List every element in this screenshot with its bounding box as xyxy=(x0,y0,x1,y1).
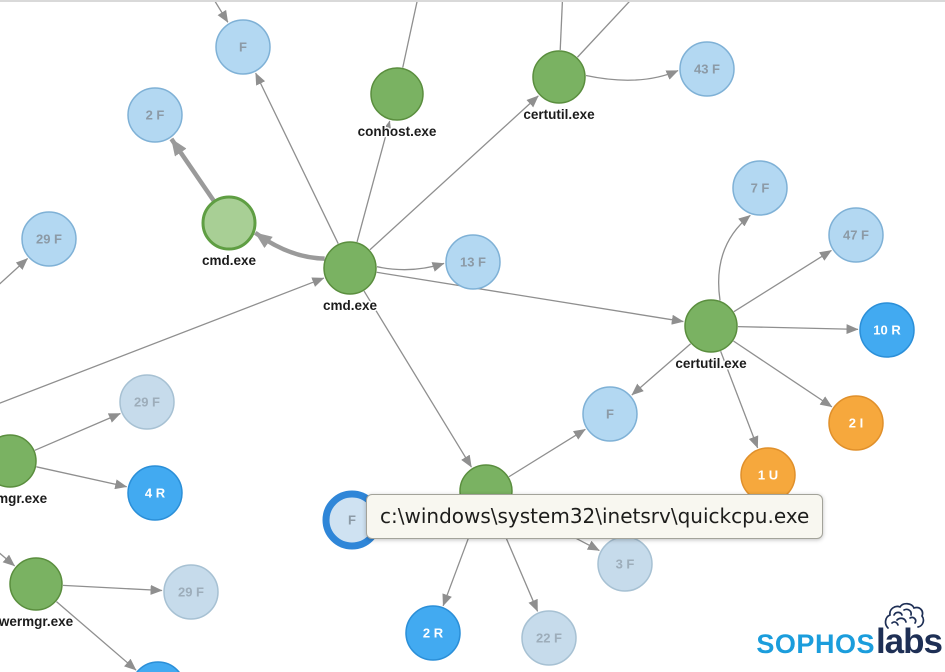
node-29f-c[interactable]: 29 F xyxy=(163,564,219,620)
brain-icon xyxy=(884,602,925,629)
node-wermgr-cut[interactable]: wermgr.exe xyxy=(0,434,49,508)
node-47f[interactable]: 47 F xyxy=(828,207,884,263)
node-7f[interactable]: 7 F xyxy=(732,160,788,216)
node-count-text: 10 R xyxy=(873,323,901,338)
node-count-text: 2 F xyxy=(146,108,165,123)
node-name-label: certutil.exe xyxy=(675,356,747,371)
edge xyxy=(376,262,445,272)
node-count-text: 29 F xyxy=(36,232,62,247)
node-2f[interactable]: 2 F xyxy=(127,87,183,143)
edge xyxy=(508,428,586,478)
node-43f[interactable]: 43 F xyxy=(679,41,735,97)
node-f-right[interactable]: F xyxy=(582,386,638,442)
edge xyxy=(718,214,751,301)
edge xyxy=(733,249,832,313)
node-certutil-top[interactable]: certutil.exe xyxy=(522,50,597,124)
node-count-text: 1 U xyxy=(758,468,778,483)
edge xyxy=(0,552,16,567)
edge xyxy=(255,72,339,244)
node-22f[interactable]: 22 F xyxy=(521,610,577,666)
node-name-label: wermgr.exe xyxy=(0,491,48,506)
node-tooltip: c:\windows\system32\inetsrv\quickcpu.exe xyxy=(366,494,824,539)
node-f-selected[interactable]: F xyxy=(322,490,382,550)
node-name-label: cmd.exe xyxy=(323,298,378,313)
edge xyxy=(253,230,325,261)
node-name-label: wermgr.exe xyxy=(0,614,74,629)
node-wermgr[interactable]: wermgr.exe xyxy=(0,557,75,631)
node-13f[interactable]: 13 F xyxy=(445,234,501,290)
node-4r[interactable]: 4 R xyxy=(127,465,183,521)
node-2r[interactable]: 2 R xyxy=(405,605,461,661)
edge xyxy=(56,601,137,671)
edge xyxy=(369,95,539,251)
logo-sophos-text: SOPHOS xyxy=(756,629,875,659)
node-count-text: F xyxy=(606,407,614,422)
edge xyxy=(720,350,759,449)
logo-labs-text: labs xyxy=(875,622,943,661)
edge xyxy=(213,0,229,23)
node-10r[interactable]: 10 R xyxy=(859,302,915,358)
node-certutil-low[interactable]: certutil.exe xyxy=(674,299,749,373)
edge xyxy=(36,466,128,490)
node-count-text: 29 F xyxy=(178,585,204,600)
node-29f-a[interactable]: 29 F xyxy=(21,211,77,267)
node-cut-bottom[interactable] xyxy=(131,661,185,672)
edge xyxy=(559,0,564,51)
edge xyxy=(402,0,419,68)
edge xyxy=(356,120,392,243)
node-count-text: 43 F xyxy=(694,62,720,77)
node-1u[interactable]: 1 U xyxy=(740,447,796,503)
node-count-text: 22 F xyxy=(536,631,562,646)
node-name-label: conhost.exe xyxy=(358,124,437,139)
panel-top-border xyxy=(0,0,945,2)
edge xyxy=(733,340,833,408)
edge xyxy=(34,412,121,451)
node-count-text: 2 R xyxy=(423,626,444,641)
node-count-text: 2 I xyxy=(849,416,863,431)
tooltip-path-text: c:\windows\system32\inetsrv\quickcpu.exe xyxy=(380,504,810,528)
edge xyxy=(737,324,859,335)
node-count-text: 47 F xyxy=(843,228,869,243)
edge xyxy=(376,271,684,325)
edge xyxy=(576,0,632,58)
node-cmd-light[interactable]: cmd.exe xyxy=(200,195,258,270)
node-count-text: 29 F xyxy=(134,395,160,410)
node-cmd-main[interactable]: cmd.exe xyxy=(321,241,379,315)
edge xyxy=(363,290,472,468)
edge xyxy=(169,137,216,202)
node-count-text: 13 F xyxy=(460,255,486,270)
node-count-text: 3 F xyxy=(616,557,635,572)
sophoslabs-logo: SOPHOS labs xyxy=(756,602,943,666)
node-count-text: F xyxy=(239,40,247,55)
node-count-text: F xyxy=(348,513,356,528)
edge xyxy=(0,258,28,285)
edge xyxy=(0,277,325,404)
node-name-label: certutil.exe xyxy=(523,107,595,122)
node-count-text: 4 R xyxy=(145,486,166,501)
edge xyxy=(585,69,679,81)
node-2i[interactable]: 2 I xyxy=(828,395,884,451)
node-3f[interactable]: 3 F xyxy=(597,536,653,592)
edge xyxy=(62,584,163,595)
node-name-label: cmd.exe xyxy=(202,253,257,268)
edge xyxy=(631,343,692,396)
node-count-text: 7 F xyxy=(751,181,770,196)
node-f-top[interactable]: F xyxy=(215,19,271,75)
node-29f-b[interactable]: 29 F xyxy=(119,374,175,430)
node-conhost[interactable]: conhost.exe xyxy=(356,67,438,141)
